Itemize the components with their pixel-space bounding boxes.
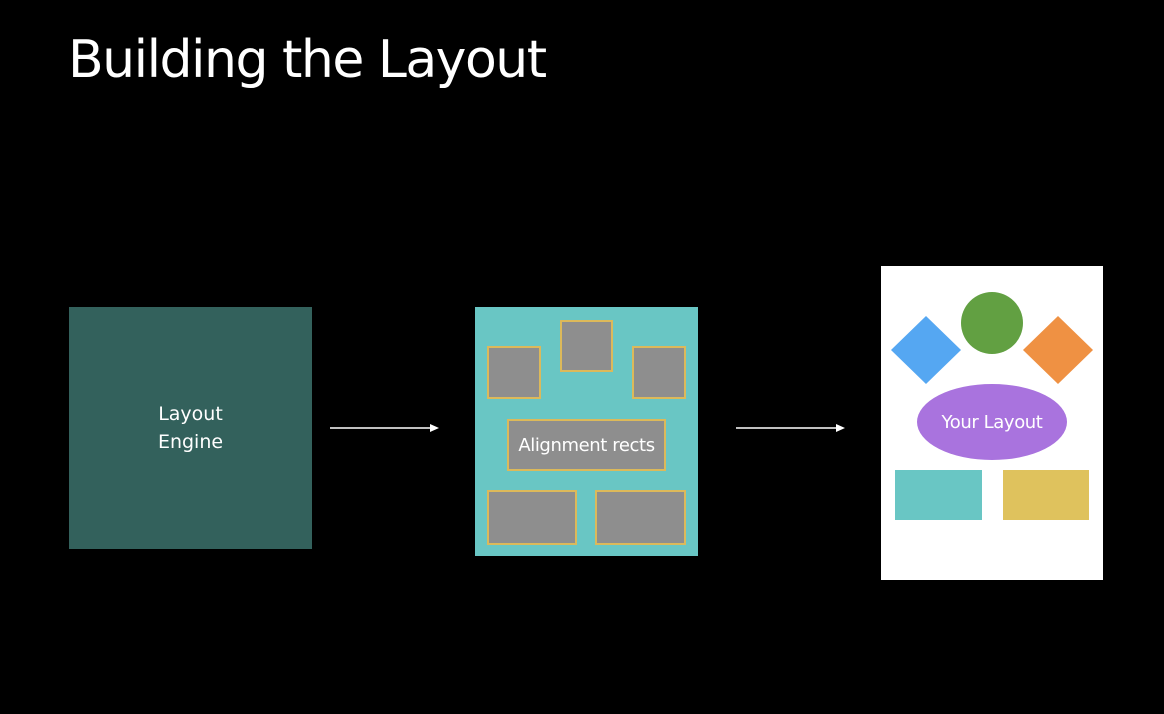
alignment-rect-top-right: [632, 346, 686, 399]
alignment-rect-bottom-right: [595, 490, 686, 545]
yellow-rect-shape: [1003, 470, 1089, 520]
alignment-rect-top-center: [560, 320, 613, 372]
your-layout-label: Your Layout: [941, 411, 1043, 433]
layout-engine-label-line-1: Layout: [158, 403, 223, 425]
orange-diamond-shape: [1023, 316, 1093, 384]
teal-rect-shape: [895, 470, 982, 520]
green-circle-shape: [961, 292, 1023, 354]
alignment-rect-bottom-left: [487, 490, 577, 545]
purple-oval-shape: [917, 384, 1067, 460]
alignment-rects-label: Alignment rects: [518, 434, 655, 456]
your-layout-panel: Your Layout: [881, 266, 1103, 580]
your-layout-shapes: [891, 292, 1093, 520]
slide-title: Building the Layout: [68, 30, 547, 90]
arrow-engine-to-rects: [330, 422, 440, 434]
layout-engine-label-line-2: Engine: [157, 431, 224, 453]
alignment-rect-top-left: [487, 346, 541, 399]
layout-engine-label: Layout Engine: [158, 400, 223, 456]
alignment-rects-panel: Alignment rects: [475, 307, 698, 556]
layout-engine-box: Layout Engine: [69, 307, 312, 549]
blue-diamond-shape: [891, 316, 961, 384]
alignment-rect-middle: Alignment rects: [507, 419, 666, 471]
arrow-rects-to-layout: [736, 422, 846, 434]
